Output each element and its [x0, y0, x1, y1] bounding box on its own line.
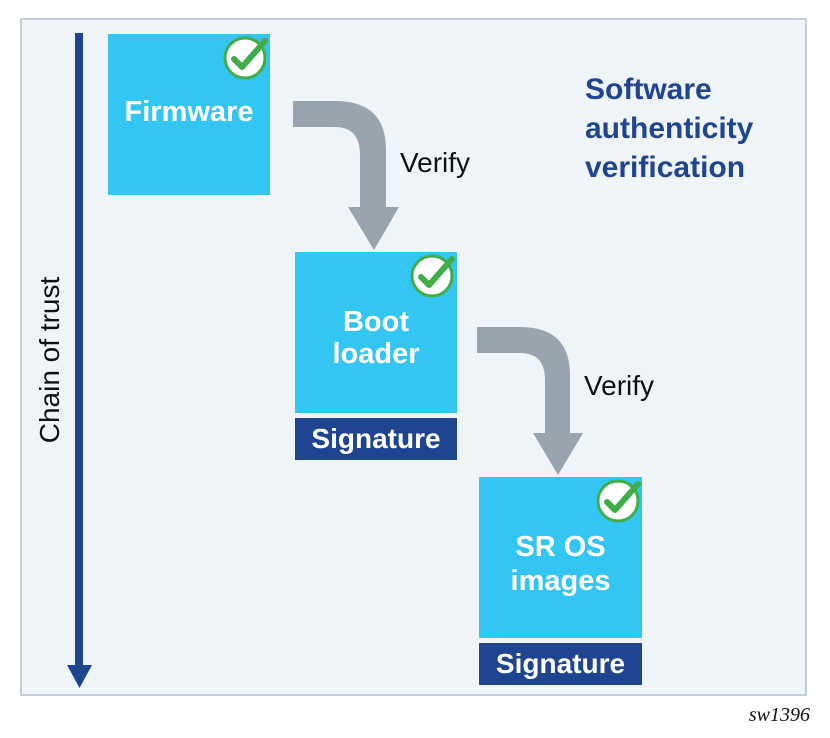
verify-label-1: Verify — [400, 147, 471, 178]
title-line-1: Software — [585, 73, 712, 106]
title-line-3: verification — [585, 151, 746, 184]
chain-of-trust-line — [75, 33, 83, 667]
chain-of-trust-label: Chain of trust — [34, 276, 65, 444]
checkmark-icon — [410, 254, 455, 298]
checkmark-icon — [223, 36, 268, 80]
sr-os-images-label-line2: images — [510, 565, 611, 597]
boot-loader-signature: Signature — [295, 418, 457, 460]
diagram-title: Software authenticity verification — [585, 70, 753, 187]
verify-arrow-2 — [477, 327, 583, 475]
boot-loader-label-line1: Boot — [342, 306, 410, 338]
sr-os-images-label-line1: SR OS — [515, 531, 606, 563]
chain-of-trust-arrowhead — [67, 665, 92, 688]
figure-id: sw1396 — [748, 704, 810, 726]
boot-loader-label-line2: loader — [332, 338, 420, 370]
firmware-label: Firmware — [124, 96, 254, 128]
title-line-2: authenticity — [585, 112, 754, 145]
verify-arrow-1 — [293, 101, 399, 250]
checkmark-icon — [596, 479, 641, 523]
verify-label-2: Verify — [584, 370, 655, 401]
sr-os-images-signature: Signature — [479, 643, 642, 685]
